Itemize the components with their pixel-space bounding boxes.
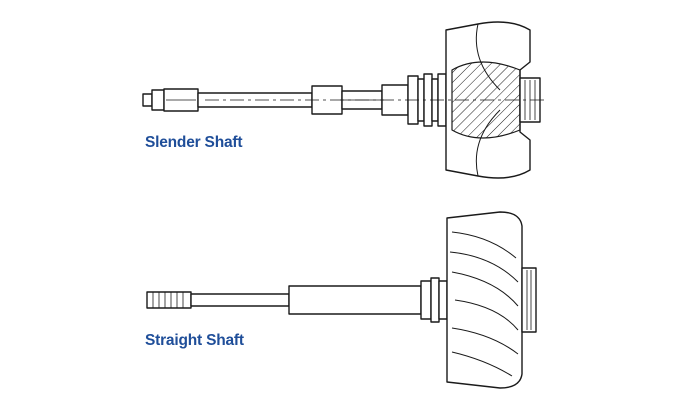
straight-shaft-body <box>190 285 422 315</box>
straight-turbine-wheel <box>446 211 537 389</box>
straight-shaft-label: Straight Shaft <box>145 332 244 349</box>
straight-shaft-assembly <box>146 211 537 389</box>
straight-shaft-thread <box>146 291 192 309</box>
slender-shaft-tip <box>142 88 199 112</box>
slender-shaft-assembly <box>142 21 548 179</box>
slender-shaft-body <box>197 84 409 116</box>
straight-seal-rings <box>420 277 448 323</box>
slender-shaft-label: Slender Shaft <box>145 134 243 151</box>
